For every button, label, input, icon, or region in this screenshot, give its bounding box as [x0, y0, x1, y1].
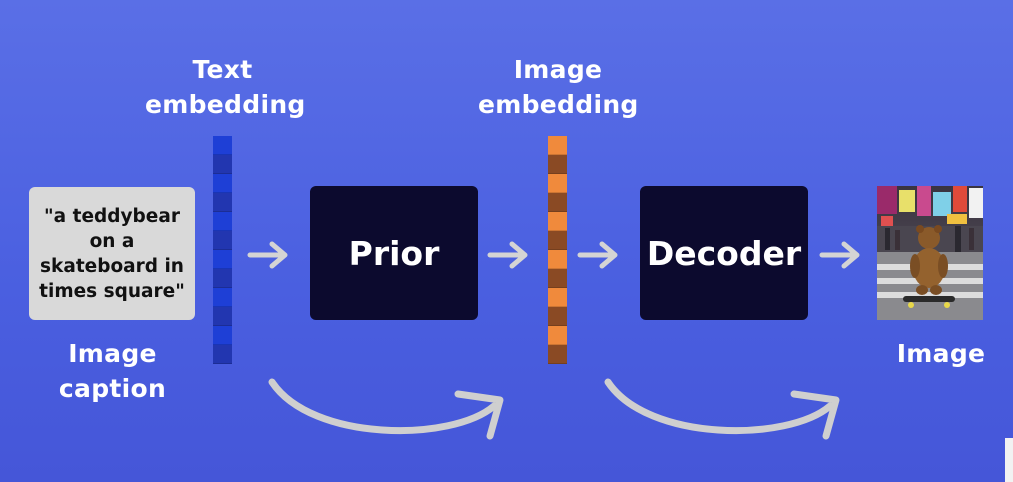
- vector-cell: [213, 326, 232, 345]
- text-embedding-vector: [213, 136, 232, 364]
- vector-cell: [548, 231, 567, 250]
- vector-cell: [213, 212, 232, 231]
- vector-cell: [213, 307, 232, 326]
- vector-cell: [548, 288, 567, 307]
- arrow-right-icon: [819, 241, 860, 269]
- vector-cell: [548, 326, 567, 345]
- prior-label: Prior: [348, 233, 440, 273]
- vector-cell: [213, 155, 232, 174]
- vector-cell: [548, 136, 567, 155]
- image-embedding-label-line2: embedding: [478, 90, 639, 119]
- vector-cell: [213, 269, 232, 288]
- teddybear-photo: [877, 186, 983, 320]
- vector-cell: [548, 193, 567, 212]
- image-embedding-label-line1: Image: [513, 55, 603, 84]
- decoder-label: Decoder: [646, 233, 802, 273]
- output-image-label: Image: [896, 339, 986, 368]
- arrow-right-icon: [577, 241, 618, 269]
- text-embedding-label-line1: Text: [192, 55, 253, 84]
- vector-cell: [548, 155, 567, 174]
- arrow-right-icon: [487, 241, 528, 269]
- vector-cell: [548, 269, 567, 288]
- vector-cell: [213, 136, 232, 155]
- arrow-right-icon: [247, 241, 288, 269]
- curved-arrow-icon: [604, 378, 840, 440]
- vector-cell: [213, 174, 232, 193]
- curved-arrow-icon: [268, 378, 504, 440]
- vector-cell: [213, 288, 232, 307]
- vector-cell: [548, 307, 567, 326]
- image-embedding-vector: [548, 136, 567, 364]
- vector-cell: [213, 231, 232, 250]
- caption-text: "a teddybear on a skateboard in times sq…: [39, 205, 185, 302]
- corner-panel: [1005, 438, 1013, 482]
- vector-cell: [548, 174, 567, 193]
- image-embedding-label: Image embedding: [478, 52, 638, 122]
- image-caption-label-line1: Image: [68, 339, 157, 368]
- vector-cell: [213, 250, 232, 269]
- decoder-block: Decoder: [640, 186, 808, 320]
- text-embedding-label: Text embedding: [145, 52, 306, 122]
- image-caption-label-line2: caption: [58, 374, 167, 403]
- text-embedding-label-line2: embedding: [145, 90, 306, 119]
- caption-box: "a teddybear on a skateboard in times sq…: [29, 187, 195, 320]
- image-caption-label: Image caption: [40, 336, 185, 406]
- vector-cell: [548, 345, 567, 364]
- vector-cell: [548, 212, 567, 231]
- vector-cell: [213, 193, 232, 212]
- vector-cell: [213, 345, 232, 364]
- prior-block: Prior: [310, 186, 478, 320]
- vector-cell: [548, 250, 567, 269]
